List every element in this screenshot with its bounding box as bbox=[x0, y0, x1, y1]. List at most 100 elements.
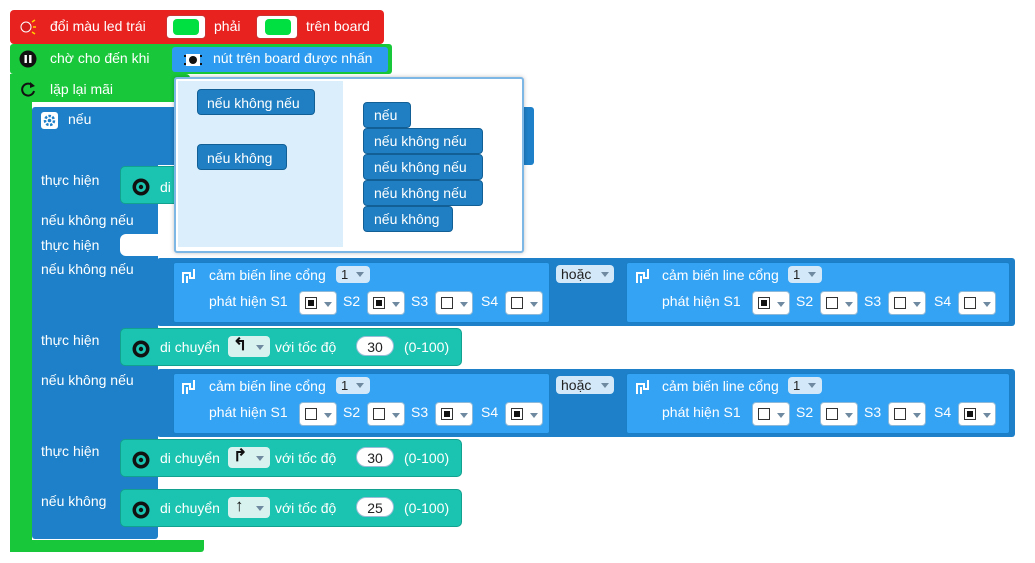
led-icon bbox=[19, 18, 37, 36]
port-dropdown-2a[interactable] bbox=[336, 377, 370, 394]
speed-value-3: 30 bbox=[367, 450, 383, 466]
mutator-workspace-item-5[interactable]: nếu không bbox=[363, 206, 453, 232]
move-block-2[interactable] bbox=[120, 328, 462, 366]
sensor-2b-s4-dropdown[interactable] bbox=[958, 402, 996, 426]
sensor-2a-s1-dropdown[interactable] bbox=[299, 402, 337, 426]
or-label-1: hoặc bbox=[561, 266, 592, 282]
chevron-down-icon bbox=[256, 456, 264, 461]
sensor-s3-2b: S3 bbox=[864, 404, 882, 420]
sensor-2b-s3-state-icon bbox=[894, 408, 906, 420]
sensor-2b-s2-dropdown[interactable] bbox=[820, 402, 858, 426]
line-sensor-icon bbox=[636, 379, 654, 395]
sensor-title-2a: cảm biến line cổng bbox=[209, 378, 326, 394]
sensor-s2-1b: S2 bbox=[796, 293, 814, 309]
mutator-workspace-label-4: nếu không nếu bbox=[374, 185, 467, 201]
sensor-s4-1a: S4 bbox=[481, 293, 499, 309]
sensor-1b-s4-state-icon bbox=[964, 297, 976, 309]
mutator-source-item-1[interactable]: nếu không nếu bbox=[197, 89, 315, 115]
direction-dropdown-3[interactable] bbox=[228, 447, 270, 468]
port-dropdown-1a[interactable] bbox=[336, 266, 370, 283]
mutator-workspace-item-1[interactable]: nếu bbox=[363, 102, 411, 128]
range-label-3: (0-100) bbox=[404, 450, 450, 466]
speed-input-2[interactable]: 30 bbox=[356, 336, 394, 356]
sensor-1b-s1-dropdown[interactable] bbox=[752, 291, 790, 315]
do-label-4: thực hiện bbox=[41, 443, 100, 459]
led-label-mid: phải bbox=[214, 18, 241, 34]
sensor-2a-s3-dropdown[interactable] bbox=[435, 402, 473, 426]
sensor-1a-s2-dropdown[interactable] bbox=[367, 291, 405, 315]
forever-loop-spine bbox=[10, 100, 32, 546]
sensor-s4-2b: S4 bbox=[934, 404, 952, 420]
mutator-workspace-item-4[interactable]: nếu không nếu bbox=[363, 180, 483, 206]
sensor-1b-s3-state-icon bbox=[894, 297, 906, 309]
sensor-1a-s1-dropdown[interactable] bbox=[299, 291, 337, 315]
sensor-2a-s3-state-icon bbox=[441, 408, 453, 420]
board-button-condition[interactable] bbox=[172, 47, 388, 72]
or-operator-dropdown-1[interactable] bbox=[556, 265, 614, 283]
forward-arrow-icon: ↑ bbox=[235, 496, 244, 515]
mutator-workspace-label-3: nếu không nếu bbox=[374, 159, 467, 175]
speed-input-4[interactable]: 25 bbox=[356, 497, 394, 517]
mutator-workspace-item-3[interactable]: nếu không nếu bbox=[363, 154, 483, 180]
sensor-title-2b: cảm biến line cổng bbox=[662, 378, 779, 394]
speed-label-3: với tốc độ bbox=[275, 450, 337, 466]
sensor-2a-s4-state-icon bbox=[511, 408, 523, 420]
chevron-down-icon bbox=[324, 413, 332, 418]
forever-loop-block[interactable] bbox=[10, 74, 190, 102]
sensor-detect-2a: phát hiện S1 bbox=[209, 404, 288, 420]
move-block-1[interactable] bbox=[120, 166, 182, 204]
direction-dropdown-2[interactable] bbox=[228, 336, 270, 357]
port-dropdown-1b[interactable] bbox=[788, 266, 822, 283]
port-dropdown-2b[interactable] bbox=[788, 377, 822, 394]
mutator-workspace-item-2[interactable]: nếu không nếu bbox=[363, 128, 483, 154]
button-icon bbox=[184, 52, 202, 68]
sensor-2a-s2-dropdown[interactable] bbox=[367, 402, 405, 426]
or-operator-dropdown-2[interactable] bbox=[556, 376, 614, 394]
mutator-source-label-2: nếu không bbox=[207, 150, 273, 166]
sensor-1b-s2-dropdown[interactable] bbox=[820, 291, 858, 315]
chevron-down-icon bbox=[845, 302, 853, 307]
chevron-down-icon bbox=[777, 302, 785, 307]
wheel-icon bbox=[131, 177, 151, 197]
turn-right-icon: ↱ bbox=[233, 446, 248, 465]
sensor-s4-2a: S4 bbox=[481, 404, 499, 420]
speed-input-3[interactable]: 30 bbox=[356, 447, 394, 467]
move-block-3[interactable] bbox=[120, 439, 462, 477]
sensor-s2-2b: S2 bbox=[796, 404, 814, 420]
sensor-detect-1a: phát hiện S1 bbox=[209, 293, 288, 309]
sensor-2a-s4-dropdown[interactable] bbox=[505, 402, 543, 426]
sensor-1a-s4-dropdown[interactable] bbox=[505, 291, 543, 315]
sensor-1b-s4-dropdown[interactable] bbox=[958, 291, 996, 315]
sensor-2b-s3-dropdown[interactable] bbox=[888, 402, 926, 426]
empty-do-slot[interactable] bbox=[120, 234, 180, 256]
do-label-3: thực hiện bbox=[41, 332, 100, 348]
speed-label-2: với tốc độ bbox=[275, 339, 337, 355]
sensor-1a-s3-dropdown[interactable] bbox=[435, 291, 473, 315]
speed-label-4: với tốc độ bbox=[275, 500, 337, 516]
wheel-icon bbox=[131, 500, 151, 520]
move-label-3: di chuyển bbox=[160, 450, 220, 466]
left-led-color-picker[interactable] bbox=[166, 15, 206, 39]
mutator-workspace-label-5: nếu không bbox=[374, 211, 440, 227]
speed-value-2: 30 bbox=[367, 339, 383, 355]
right-led-color-picker[interactable] bbox=[256, 15, 298, 39]
loop-label: lặp lại mãi bbox=[50, 81, 114, 97]
move-block-4[interactable] bbox=[120, 489, 462, 527]
mutator-source-label-1: nếu không nếu bbox=[207, 95, 300, 111]
port-value-2a: 1 bbox=[341, 378, 349, 393]
sensor-2b-s1-dropdown[interactable] bbox=[752, 402, 790, 426]
chevron-down-icon bbox=[256, 506, 264, 511]
chevron-down-icon bbox=[460, 302, 468, 307]
sensor-2a-s2-state-icon bbox=[373, 408, 385, 420]
sensor-1a-s1-state-icon bbox=[305, 297, 317, 309]
port-value-2b: 1 bbox=[793, 378, 801, 393]
gear-icon[interactable] bbox=[41, 112, 58, 129]
sensor-1b-s3-dropdown[interactable] bbox=[888, 291, 926, 315]
elseif-label-3: nếu không nếu bbox=[41, 372, 134, 388]
direction-dropdown-4[interactable] bbox=[228, 497, 270, 518]
sensor-s3-1b: S3 bbox=[864, 293, 882, 309]
chevron-down-icon bbox=[845, 413, 853, 418]
move-label-1: di bbox=[160, 179, 171, 195]
mutator-source-item-2[interactable]: nếu không bbox=[197, 144, 287, 170]
if-label: nếu bbox=[68, 111, 92, 127]
